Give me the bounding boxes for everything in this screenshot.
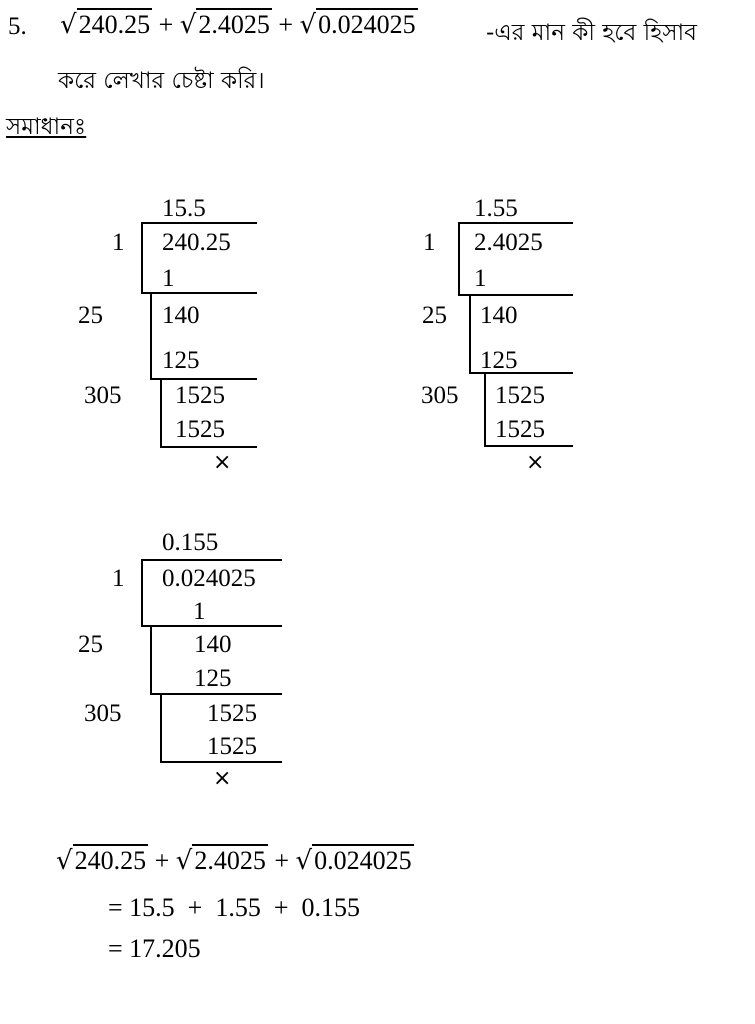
division-line (484, 372, 486, 447)
sqrt-term-1: √240.25 (56, 844, 149, 876)
subtrahend: 125 (194, 665, 232, 692)
division-line (141, 559, 282, 561)
remainder: 140 (162, 302, 200, 329)
division-line (150, 625, 152, 695)
radicand: 2.4025 (474, 229, 543, 256)
sqrt-term-2: √2.4025 (179, 8, 272, 40)
division-line (141, 222, 257, 224)
division-line (160, 446, 257, 448)
subtrahend: 1525 (495, 416, 545, 443)
question-expression: √240.25 + √2.4025 + √0.024025 (60, 8, 418, 40)
division-line (469, 294, 471, 374)
divisor: 25 (78, 302, 103, 329)
remainder: 140 (480, 302, 518, 329)
plus-sign: + (158, 10, 174, 39)
divisor: 305 (421, 382, 459, 409)
final-result-line: = 17.205 (108, 934, 201, 963)
divisor: 25 (78, 631, 103, 658)
division-line (458, 222, 460, 296)
division-line (469, 372, 573, 374)
subtrahend: 125 (162, 347, 200, 374)
subtrahend: 1 (474, 265, 487, 292)
division-line (141, 559, 143, 627)
divisor: 305 (84, 382, 122, 409)
remainder: 1525 (207, 700, 257, 727)
question-text-line1: -এর মান কী হবে হিসাব (486, 20, 697, 46)
quotient: 15.5 (162, 195, 206, 222)
division-line (160, 693, 162, 763)
division-line (150, 693, 282, 695)
radicand: 0.024025 (162, 565, 256, 592)
division-line (150, 378, 257, 380)
divisor: 25 (422, 302, 447, 329)
subtrahend: 1 (162, 265, 175, 292)
sqrt-term-3: √0.024025 (299, 8, 418, 40)
division-line (160, 761, 282, 763)
divisor: 1 (112, 229, 125, 256)
remainder: 1525 (495, 382, 545, 409)
division-line (458, 294, 573, 296)
sqrt-term-1: √240.25 (60, 8, 153, 40)
divisor: 305 (84, 700, 122, 727)
subtrahend: 1 (193, 598, 206, 625)
division-line (141, 222, 143, 294)
division-line (141, 625, 282, 627)
subtrahend: 1525 (207, 733, 257, 760)
end-mark: × (213, 450, 232, 475)
divisor: 1 (112, 565, 125, 592)
sqrt-term-3: √0.024025 (295, 844, 414, 876)
plus-sign: + (274, 846, 289, 875)
divisor: 1 (423, 229, 436, 256)
plus-sign: + (278, 10, 293, 39)
subtrahend: 125 (480, 347, 518, 374)
end-mark: × (213, 766, 232, 791)
radicand: 240.25 (162, 229, 231, 256)
remainder: 140 (194, 631, 232, 658)
division-line (150, 292, 152, 380)
quotient: 0.155 (162, 529, 219, 556)
question-text-line2: করে লেখার চেষ্টা করি। (58, 68, 265, 94)
plus-sign: + (154, 846, 170, 875)
question-number: 5. (8, 13, 27, 40)
sqrt-term-2: √2.4025 (175, 844, 268, 876)
division-line (160, 378, 162, 448)
division-line (458, 222, 573, 224)
quotient: 1.55 (474, 195, 518, 222)
end-mark: × (526, 450, 545, 475)
final-sum-line: = 15.5 + 1.55 + 0.155 (108, 893, 360, 922)
final-expression: √240.25 + √2.4025 + √0.024025 (56, 844, 414, 876)
division-line (484, 445, 573, 447)
solution-heading: সমাধানঃ (6, 114, 87, 140)
division-line (141, 292, 257, 294)
subtrahend: 1525 (175, 416, 225, 443)
remainder: 1525 (175, 382, 225, 409)
